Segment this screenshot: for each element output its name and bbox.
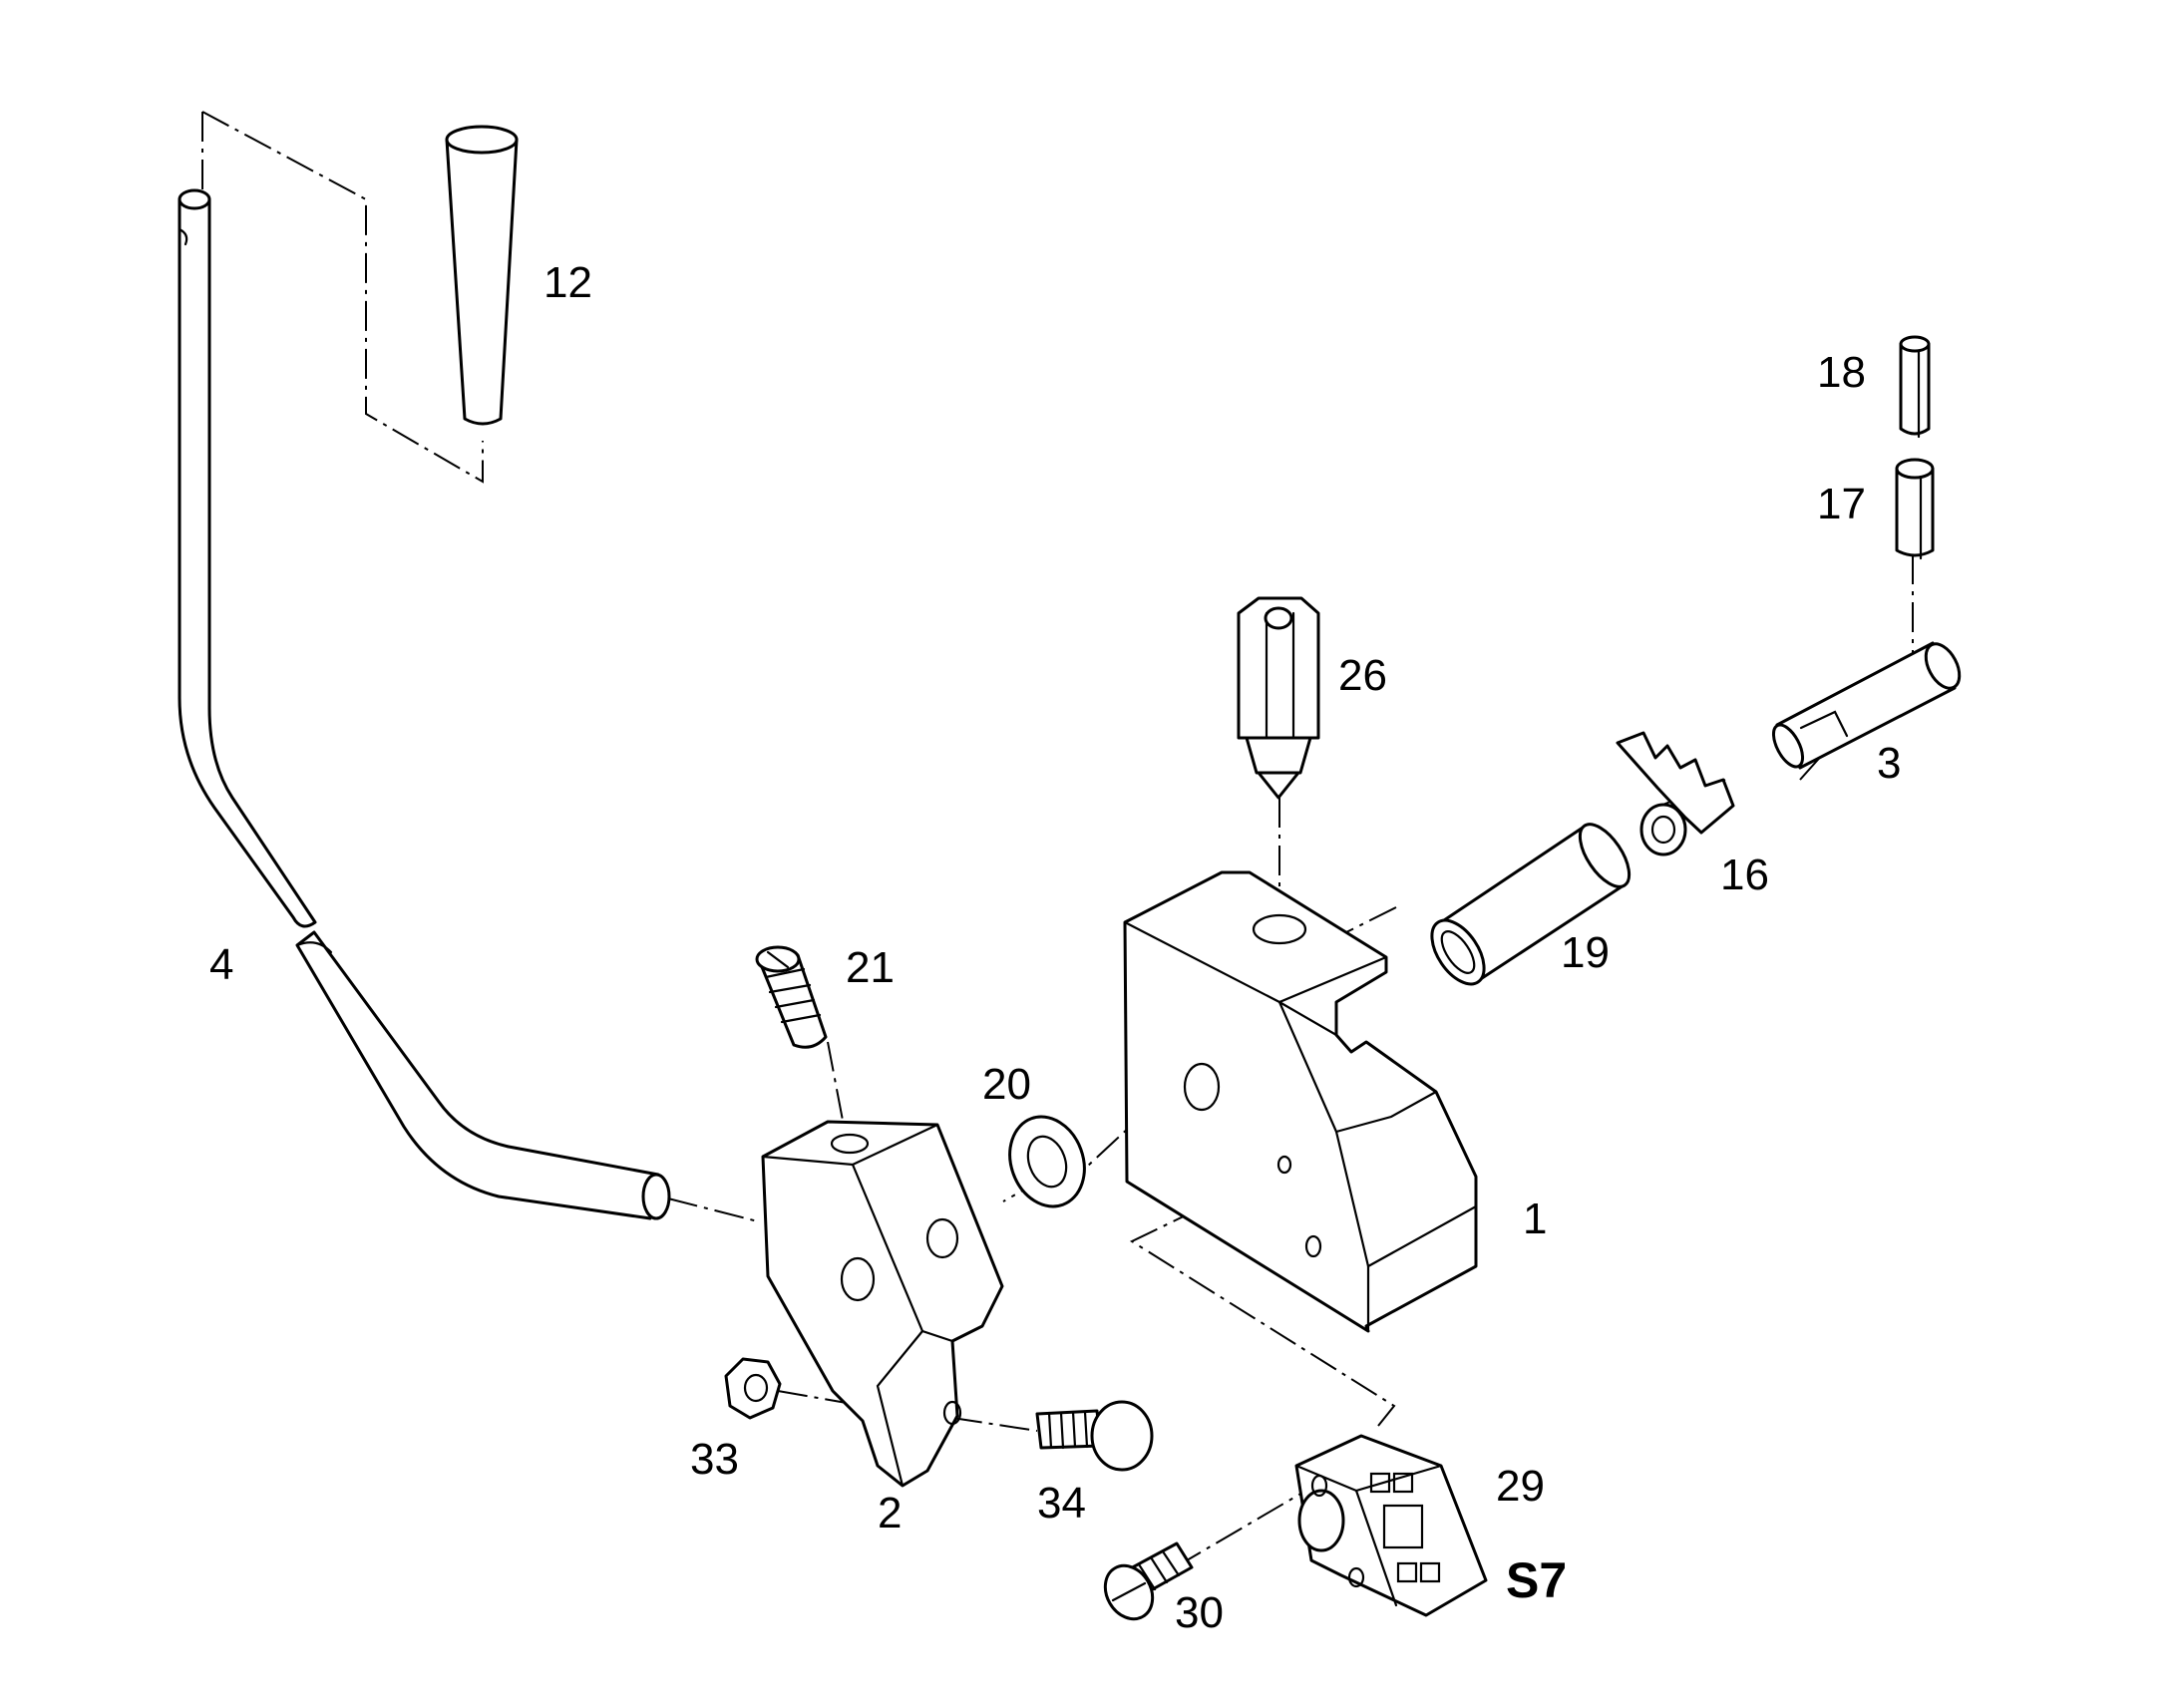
part-1-main-block bbox=[1123, 870, 1478, 1333]
label-part-21: 21 bbox=[846, 943, 895, 992]
label-part-4: 4 bbox=[209, 940, 233, 989]
label-part-29: 29 bbox=[1496, 1462, 1545, 1511]
part-29-switch bbox=[1294, 1434, 1488, 1617]
label-part-18: 18 bbox=[1817, 348, 1866, 397]
part-16-gear bbox=[1616, 731, 1735, 856]
label-part-26: 26 bbox=[1338, 651, 1387, 700]
part-4-bent-rod bbox=[178, 188, 671, 1220]
label-part-2: 2 bbox=[878, 1489, 902, 1537]
part-3-shaft bbox=[1771, 641, 1962, 770]
part-2-bracket bbox=[761, 1120, 1004, 1488]
part-33-hex-nut bbox=[724, 1357, 782, 1420]
label-part-20: 20 bbox=[982, 1060, 1031, 1109]
part-17-roll-pin bbox=[1895, 458, 1935, 560]
label-part-30: 30 bbox=[1175, 1588, 1224, 1637]
part-21-set-screw bbox=[755, 945, 828, 1049]
part-30-slotted-screw bbox=[1103, 1541, 1194, 1621]
label-part-33: 33 bbox=[690, 1435, 739, 1484]
part-34-thumb-screw bbox=[1035, 1400, 1154, 1472]
label-part-17: 17 bbox=[1817, 480, 1866, 528]
label-part-34: 34 bbox=[1037, 1479, 1086, 1528]
label-s7: S7 bbox=[1506, 1552, 1567, 1608]
label-part-1: 1 bbox=[1523, 1195, 1547, 1243]
part-labels: 12 18 17 26 3 16 19 4 21 20 1 33 2 34 29… bbox=[209, 258, 1901, 1637]
part-26-hex-stud bbox=[1237, 596, 1320, 800]
label-part-3: 3 bbox=[1877, 739, 1901, 788]
label-part-12: 12 bbox=[544, 258, 592, 307]
label-part-19: 19 bbox=[1561, 928, 1610, 977]
part-19-sleeve bbox=[1430, 823, 1632, 986]
part-18-roll-pin bbox=[1899, 335, 1931, 439]
label-part-16: 16 bbox=[1720, 851, 1769, 899]
part-12-handle bbox=[445, 125, 519, 426]
part-20-washer bbox=[1008, 1115, 1086, 1208]
